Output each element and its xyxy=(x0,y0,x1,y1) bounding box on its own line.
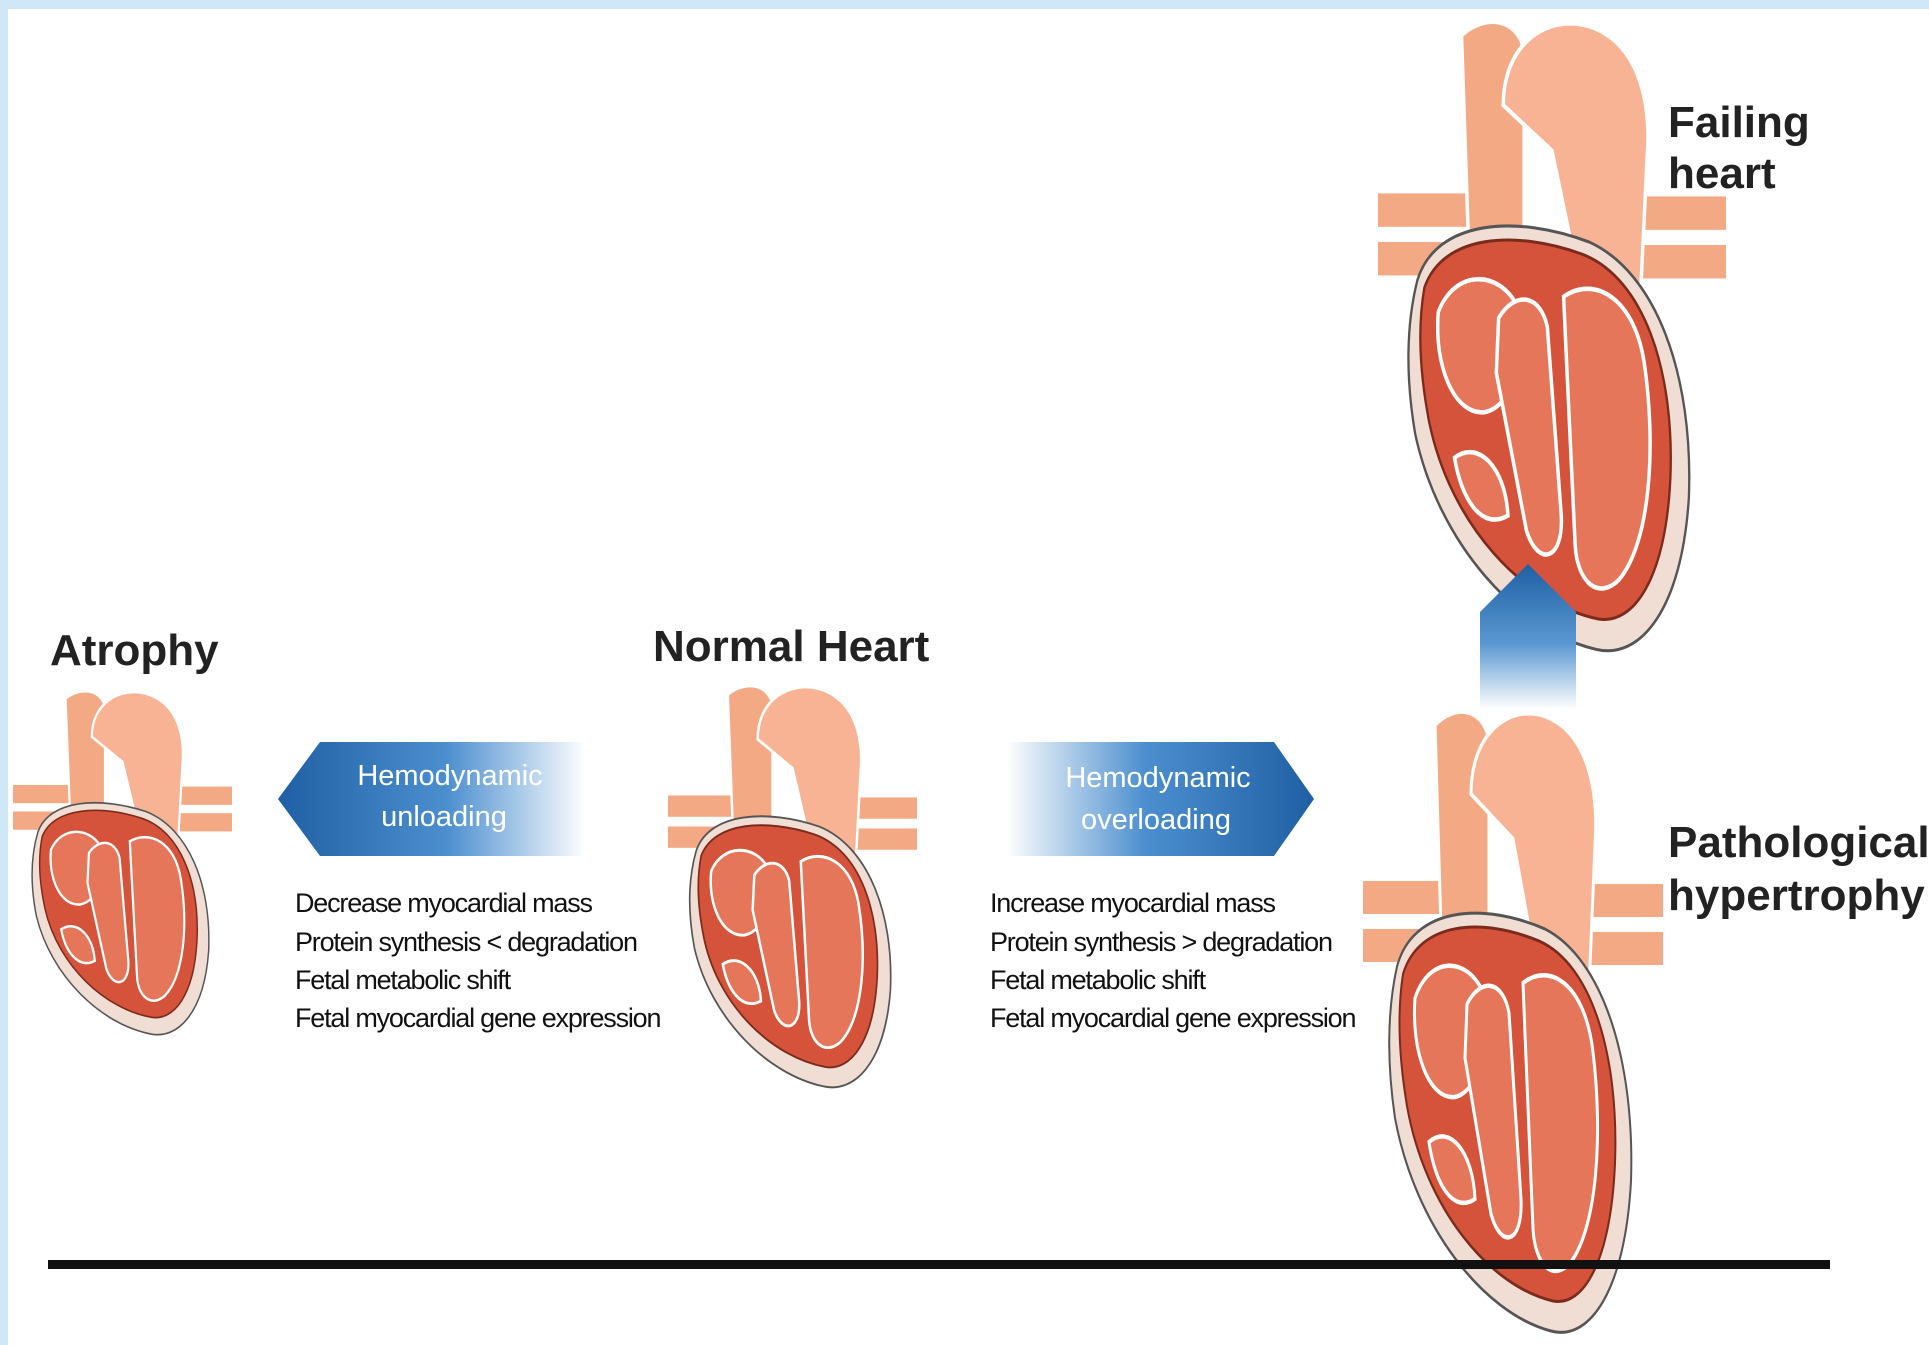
unloading-arrow-label-line2: unloading xyxy=(381,801,507,833)
baseline xyxy=(48,1260,1830,1269)
overloading-effects-list: Increase myocardial mass Protein synthes… xyxy=(990,888,1355,1033)
pathological-hypertrophy-title-line2: hypertrophy xyxy=(1668,871,1925,920)
unloading-effects-list: Decrease myocardial mass Protein synthes… xyxy=(295,888,660,1033)
hemodynamic-overloading-arrow xyxy=(1006,742,1314,856)
overloading-arrow-label-line2: overloading xyxy=(1081,804,1231,836)
list-item: Fetal myocardial gene expression xyxy=(990,1003,1355,1033)
failing-heart-title-line2: heart xyxy=(1668,149,1776,198)
list-item: Decrease myocardial mass xyxy=(295,888,593,918)
pathological-hypertrophy-heart-illustration xyxy=(1363,712,1663,1333)
normal-heart-title: Normal Heart xyxy=(653,622,930,671)
list-item: Fetal metabolic shift xyxy=(990,965,1207,995)
failing-heart-title-line1: Failing xyxy=(1668,98,1810,147)
diagram-frame: Hemodynamic unloading Hemodynamic overlo… xyxy=(8,9,1929,1345)
overloading-arrow-label-line1: Hemodynamic xyxy=(1065,762,1250,794)
unloading-arrow-label-line1: Hemodynamic xyxy=(357,760,542,792)
list-item: Protein synthesis > degradation xyxy=(990,927,1332,957)
list-item: Fetal metabolic shift xyxy=(295,965,512,995)
heart-remodeling-diagram: Hemodynamic unloading Hemodynamic overlo… xyxy=(8,9,1929,1345)
atrophy-title: Atrophy xyxy=(50,626,219,675)
list-item: Fetal myocardial gene expression xyxy=(295,1003,660,1033)
pathological-hypertrophy-title-line1: Pathological xyxy=(1668,818,1929,867)
atrophy-heart-illustration xyxy=(13,691,232,1034)
list-item: Increase myocardial mass xyxy=(990,888,1276,918)
list-item: Protein synthesis < degradation xyxy=(295,927,637,957)
normal-heart-illustration xyxy=(668,686,917,1087)
